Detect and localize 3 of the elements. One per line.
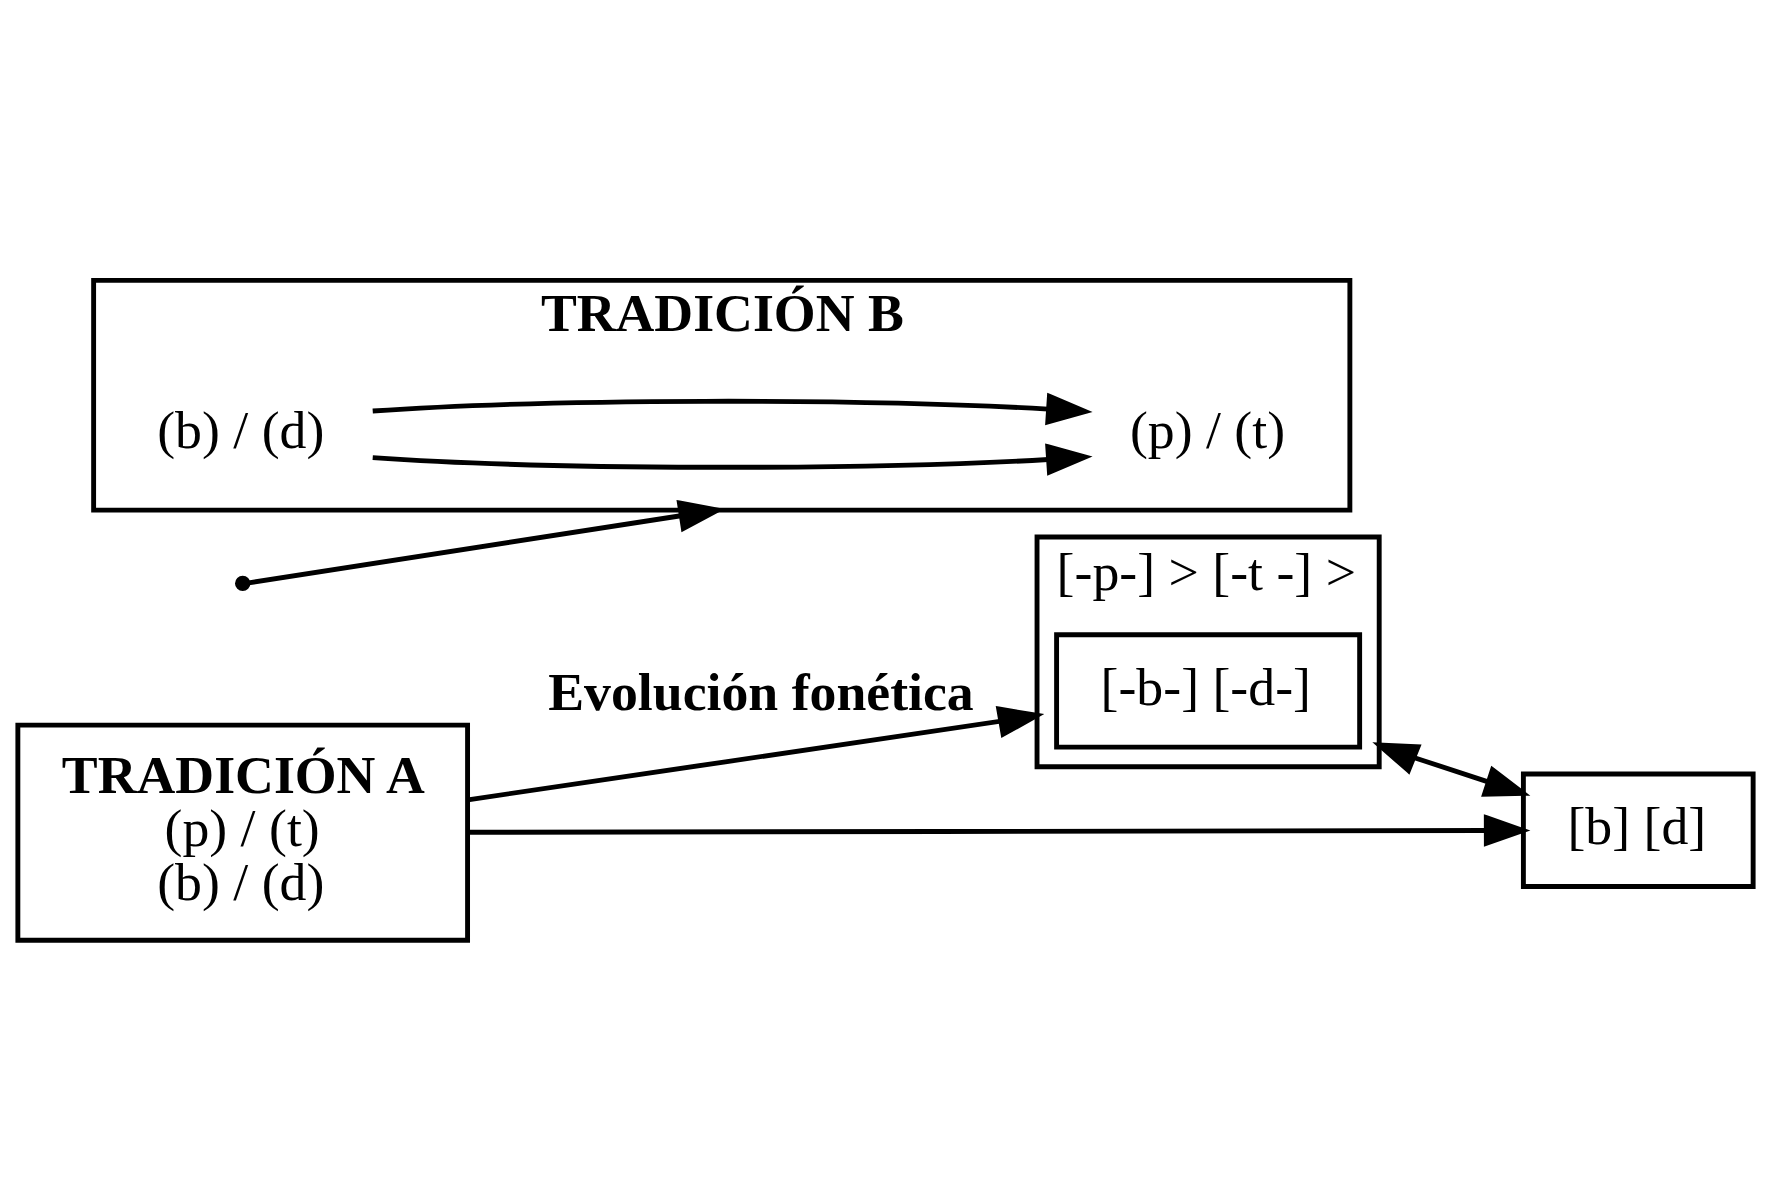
node-text: (p) / (t): [1129, 399, 1286, 460]
node-text: (b) / (d): [157, 399, 325, 460]
edge-label: Evolución fonética: [548, 661, 974, 721]
